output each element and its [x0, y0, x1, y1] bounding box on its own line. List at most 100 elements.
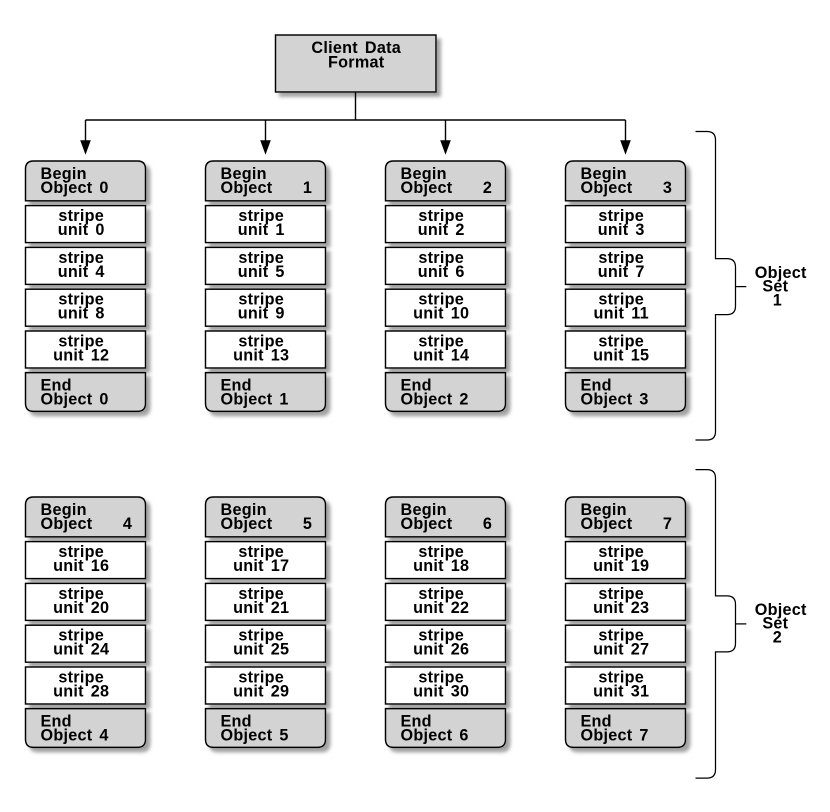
svg-text:stripe: stripe	[238, 585, 284, 603]
svg-text:stripe: stripe	[58, 249, 104, 267]
svg-text:unit 12: unit 12	[53, 346, 109, 364]
svg-text:End: End	[401, 713, 432, 731]
svg-text:End: End	[221, 377, 252, 395]
svg-text:unit 7: unit 7	[598, 263, 645, 281]
svg-text:Format: Format	[328, 53, 385, 71]
svg-text:Object: Object	[755, 264, 807, 282]
svg-text:stripe: stripe	[238, 332, 284, 350]
svg-text:Object 6: Object 6	[401, 726, 469, 744]
svg-text:End: End	[221, 713, 252, 731]
svg-text:unit 8: unit 8	[58, 305, 105, 323]
svg-text:unit 2: unit 2	[418, 221, 465, 239]
svg-text:stripe: stripe	[598, 668, 644, 686]
svg-text:7: 7	[663, 515, 672, 533]
svg-text:unit 29: unit 29	[233, 682, 289, 700]
svg-text:Object: Object	[221, 179, 273, 197]
svg-text:stripe: stripe	[58, 543, 104, 561]
svg-text:unit 0: unit 0	[58, 221, 105, 239]
svg-text:5: 5	[303, 515, 312, 533]
svg-text:Object: Object	[401, 179, 453, 197]
svg-text:stripe: stripe	[58, 627, 104, 645]
svg-text:stripe: stripe	[598, 291, 644, 309]
svg-text:unit 24: unit 24	[53, 641, 109, 659]
svg-text:stripe: stripe	[58, 291, 104, 309]
svg-text:stripe: stripe	[598, 249, 644, 267]
svg-text:unit 3: unit 3	[598, 221, 645, 239]
svg-text:Object: Object	[755, 601, 807, 619]
svg-text:1: 1	[303, 179, 312, 197]
svg-text:Begin: Begin	[401, 165, 447, 183]
svg-text:unit 16: unit 16	[53, 557, 109, 575]
svg-text:Object 1: Object 1	[221, 390, 289, 408]
svg-text:unit 15: unit 15	[593, 346, 649, 364]
svg-text:unit 4: unit 4	[58, 263, 105, 281]
svg-text:stripe: stripe	[238, 291, 284, 309]
svg-text:End: End	[41, 713, 72, 731]
svg-text:Object: Object	[581, 179, 633, 197]
svg-text:stripe: stripe	[238, 249, 284, 267]
svg-text:stripe: stripe	[418, 543, 464, 561]
svg-text:unit 26: unit 26	[413, 641, 469, 659]
svg-text:unit 25: unit 25	[233, 641, 289, 659]
svg-text:unit 30: unit 30	[413, 682, 469, 700]
svg-text:unit 17: unit 17	[233, 557, 289, 575]
svg-text:Object 5: Object 5	[221, 726, 289, 744]
svg-text:Begin: Begin	[581, 165, 627, 183]
svg-text:unit 10: unit 10	[413, 305, 469, 323]
svg-text:Set: Set	[762, 615, 788, 633]
svg-text:2: 2	[773, 629, 782, 647]
svg-text:stripe: stripe	[58, 332, 104, 350]
svg-text:2: 2	[483, 179, 492, 197]
svg-text:unit 23: unit 23	[593, 599, 649, 617]
svg-text:Begin: Begin	[41, 165, 87, 183]
svg-text:stripe: stripe	[598, 543, 644, 561]
svg-text:unit 21: unit 21	[233, 599, 289, 617]
svg-text:1: 1	[773, 291, 782, 309]
svg-text:End: End	[581, 713, 612, 731]
svg-text:unit 27: unit 27	[593, 641, 649, 659]
svg-text:stripe: stripe	[418, 332, 464, 350]
svg-text:Object: Object	[401, 515, 453, 533]
svg-text:Begin: Begin	[581, 501, 627, 519]
svg-text:Object 4: Object 4	[41, 726, 109, 744]
svg-text:stripe: stripe	[598, 332, 644, 350]
svg-text:stripe: stripe	[58, 207, 104, 225]
svg-text:Client Data: Client Data	[311, 39, 401, 57]
svg-text:Object: Object	[41, 515, 93, 533]
svg-text:End: End	[41, 377, 72, 395]
svg-text:Begin: Begin	[41, 501, 87, 519]
svg-text:stripe: stripe	[598, 627, 644, 645]
svg-text:unit 13: unit 13	[233, 346, 289, 364]
svg-text:unit 31: unit 31	[593, 682, 649, 700]
svg-text:End: End	[581, 377, 612, 395]
svg-text:stripe: stripe	[418, 249, 464, 267]
svg-text:stripe: stripe	[238, 207, 284, 225]
svg-text:4: 4	[123, 515, 132, 533]
svg-text:unit 22: unit 22	[413, 599, 469, 617]
svg-text:stripe: stripe	[598, 585, 644, 603]
svg-text:Object: Object	[221, 515, 273, 533]
svg-text:Object 3: Object 3	[581, 390, 649, 408]
svg-text:unit 1: unit 1	[238, 221, 285, 239]
svg-text:Begin: Begin	[401, 501, 447, 519]
svg-text:stripe: stripe	[418, 668, 464, 686]
svg-text:Set: Set	[762, 277, 788, 295]
svg-text:stripe: stripe	[238, 543, 284, 561]
svg-text:unit 28: unit 28	[53, 682, 109, 700]
svg-text:stripe: stripe	[58, 585, 104, 603]
svg-text:Object 7: Object 7	[581, 726, 649, 744]
svg-text:Begin: Begin	[221, 501, 267, 519]
svg-text:6: 6	[483, 515, 492, 533]
svg-text:Object 0: Object 0	[41, 179, 109, 197]
svg-text:stripe: stripe	[418, 627, 464, 645]
svg-text:unit 5: unit 5	[238, 263, 285, 281]
svg-text:stripe: stripe	[58, 668, 104, 686]
svg-text:unit 14: unit 14	[413, 346, 469, 364]
svg-text:unit 19: unit 19	[593, 557, 649, 575]
svg-text:stripe: stripe	[238, 668, 284, 686]
svg-text:End: End	[401, 377, 432, 395]
svg-text:unit 9: unit 9	[238, 305, 285, 323]
svg-text:stripe: stripe	[598, 207, 644, 225]
svg-text:3: 3	[663, 179, 672, 197]
svg-text:stripe: stripe	[418, 207, 464, 225]
